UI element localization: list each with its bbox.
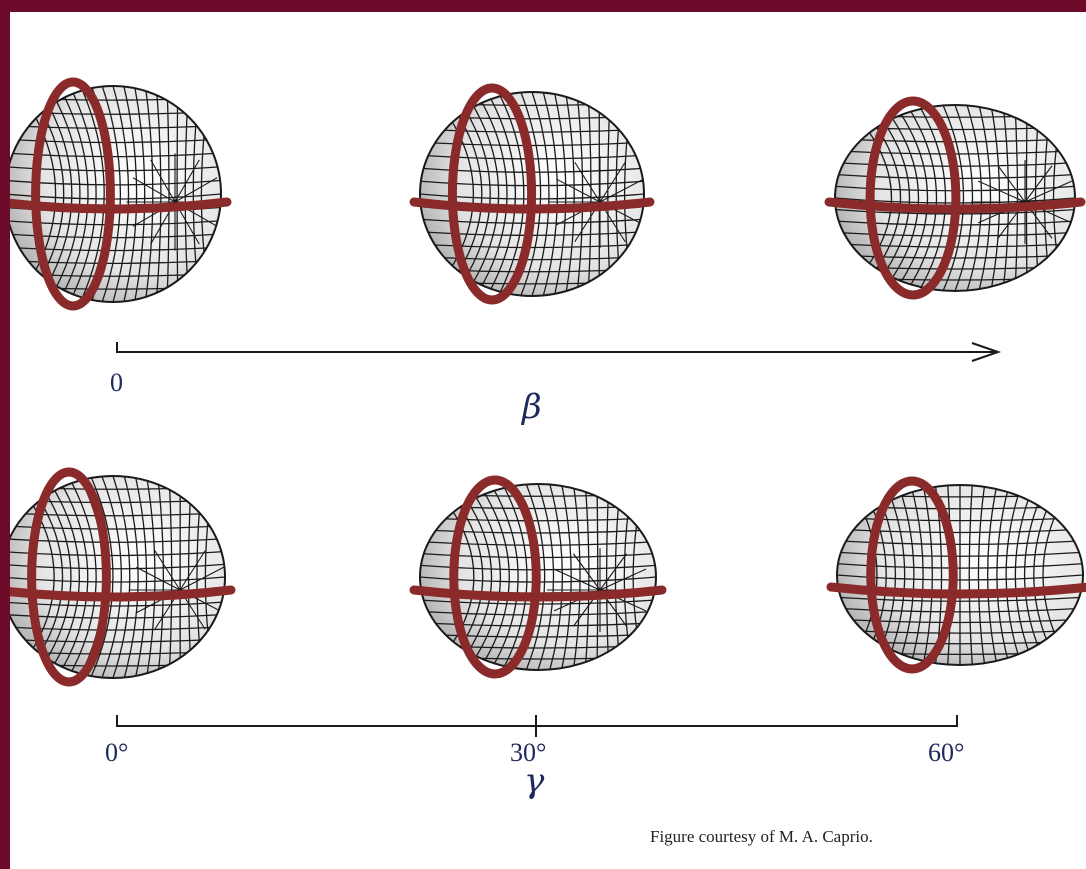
figure-panel: 0 β 0° 30° 60° γ Figure courtesy of M. A… xyxy=(10,12,1086,869)
gamma-axis xyxy=(116,715,958,737)
gamma-tick-label-60: 60° xyxy=(928,738,965,767)
beta-axis xyxy=(116,342,1002,362)
meridian-band xyxy=(866,476,958,674)
shape-mesh xyxy=(837,485,1083,665)
nuclear-shapes-diagram xyxy=(10,77,1086,737)
beta-axis-arrowhead xyxy=(971,342,1002,362)
meridian-band xyxy=(31,77,115,311)
gamma-tick-label-0: 0° xyxy=(105,738,129,767)
shape-beta-small xyxy=(10,77,232,311)
shape-beta-large xyxy=(824,96,1086,300)
beta-axis-symbol: β xyxy=(522,387,542,427)
shape-beta-medium xyxy=(409,83,655,305)
shape-gamma-60 xyxy=(826,476,1086,674)
equator-band xyxy=(826,582,1086,599)
beta-tick-label-0: 0 xyxy=(110,368,123,397)
meridian-band xyxy=(865,96,961,300)
equator-band xyxy=(10,585,236,602)
meridian-band xyxy=(449,475,541,679)
shape-gamma-30 xyxy=(409,475,667,679)
gamma-tick-label-30: 30° xyxy=(510,738,547,767)
gamma-axis-symbol: γ xyxy=(524,761,545,801)
meridian-band xyxy=(27,467,111,687)
meridian-band xyxy=(447,83,537,305)
figure-credit: Figure courtesy of M. A. Caprio. xyxy=(650,827,873,846)
shape-gamma-0 xyxy=(10,467,236,687)
